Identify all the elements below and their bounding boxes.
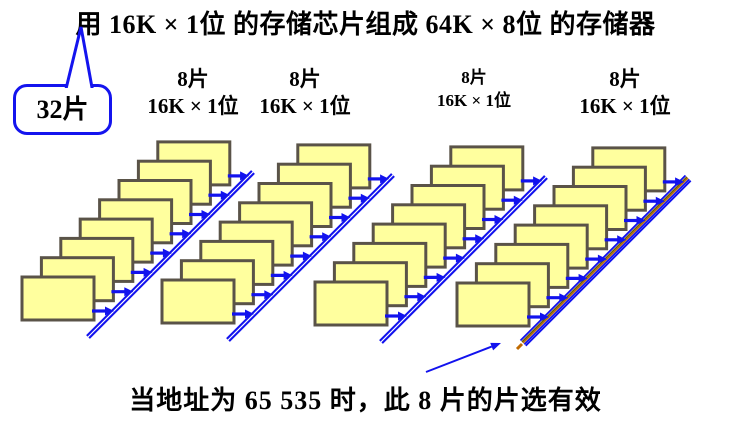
chip-select-arrowhead — [655, 196, 665, 206]
slide-title: 用 16K × 1位 的存储芯片组成 64K × 8位 的存储器 — [75, 10, 656, 39]
chip-select-arrowhead — [475, 234, 485, 244]
chip-select-arrowhead — [240, 171, 250, 181]
chip-count-label: 8片 — [609, 67, 641, 91]
chip-group-label: 8片 16K × 1位 — [210, 66, 400, 120]
chip-select-arrowhead — [636, 216, 646, 225]
chip-select-arrowhead — [597, 254, 607, 264]
chip-select-arrowhead — [578, 273, 588, 283]
chip-select-arrowhead — [245, 309, 254, 319]
memory-chip — [455, 281, 531, 328]
chip-select-arrowhead — [417, 292, 427, 302]
chip-select-arrowhead — [559, 293, 569, 303]
chip-select-arrowhead — [220, 190, 230, 200]
memory-chip — [160, 278, 236, 325]
chip-select-arrowhead — [201, 210, 211, 219]
bus-line — [525, 180, 692, 347]
chip-select-arrowhead — [360, 193, 370, 203]
chip-count-label: 8片 — [461, 68, 487, 87]
chip-select-arrowhead — [513, 195, 523, 205]
callout-label: 32片 — [36, 94, 89, 124]
chip-select-arrowhead — [283, 270, 293, 280]
chip-select-arrowhead — [322, 232, 332, 242]
bus-orange-tip — [515, 342, 524, 351]
chip-select-arrowhead — [341, 213, 351, 222]
memory-chip — [20, 275, 96, 322]
chip-select-arrowhead — [398, 311, 407, 321]
chip-group-label: 8片 16K × 1位 — [379, 66, 569, 112]
chip-select-arrowhead — [455, 253, 465, 263]
chip-group-label: 8片 16K × 1位 — [530, 66, 720, 120]
chip-select-arrowhead — [105, 306, 114, 316]
chip-select-arrowhead — [436, 272, 446, 282]
chip-select-arrowhead — [124, 287, 134, 297]
chip-size-label: 16K × 1位 — [259, 94, 351, 118]
annotation-arrow — [425, 345, 493, 373]
chip-select-arrowhead — [494, 215, 504, 224]
bus-line — [228, 175, 395, 342]
callout-bubble: 32片 — [13, 84, 112, 135]
chip-select-arrowhead — [302, 251, 312, 261]
caption: 当地址为 65 535 时，此 8 片的片选有效 — [129, 386, 602, 415]
chip-size-label: 16K × 1位 — [579, 94, 671, 118]
chip-select-arrowhead — [182, 229, 192, 239]
chip-select-arrowhead — [540, 312, 549, 322]
chip-select-arrowhead — [617, 235, 627, 245]
memory-chip — [313, 280, 389, 327]
bus-line — [523, 178, 690, 345]
bus-line — [88, 172, 255, 339]
bus-line — [522, 177, 689, 344]
chip-select-arrowhead — [380, 174, 390, 184]
chip-select-arrowhead — [533, 176, 543, 186]
chip-group-label: 8片 16K × 1位 — [98, 66, 288, 120]
chip-select-arrowhead — [264, 290, 274, 300]
chip-select-arrowhead — [143, 267, 153, 277]
annotation-arrowhead — [490, 342, 501, 351]
chip-select-arrowhead — [162, 248, 172, 258]
chip-size-label: 16K × 1位 — [437, 91, 511, 110]
chip-count-label: 8片 — [177, 67, 209, 91]
chip-count-label: 8片 — [289, 67, 321, 91]
callout-tail-icon — [64, 26, 94, 88]
chip-select-arrowhead — [675, 177, 685, 187]
chip-size-label: 16K × 1位 — [147, 94, 239, 118]
bus-line — [381, 177, 548, 344]
